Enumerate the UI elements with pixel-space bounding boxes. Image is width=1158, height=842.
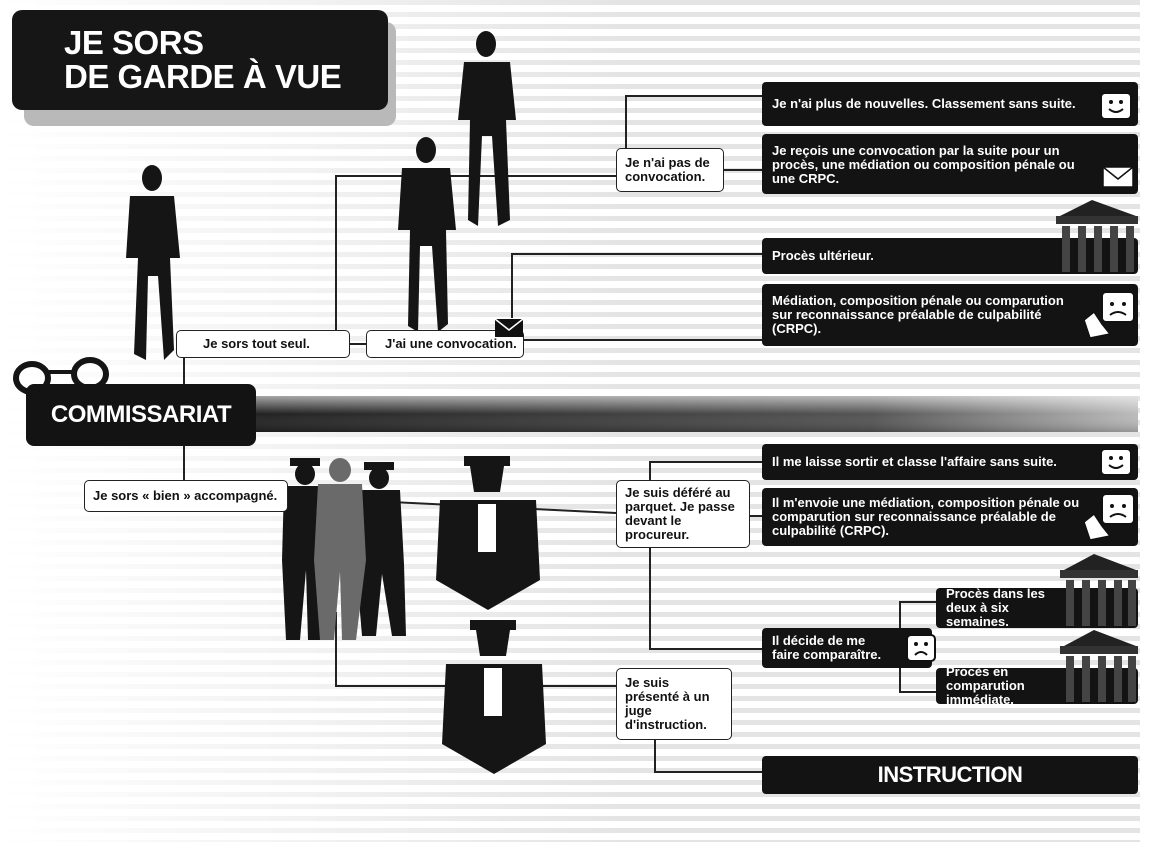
sad-face-icon [906, 634, 936, 662]
no-convocation-box: Je n'ai pas de convocation. [616, 148, 724, 192]
outcome-proces-ulterieur: Procès ultérieur. [762, 238, 1138, 274]
police-escort-silhouettes [282, 458, 406, 640]
outcome-classe-sans-suite: Il me laisse sortir et classe l'affaire … [762, 444, 1138, 480]
magistrate-silhouette [442, 620, 546, 774]
envelope-icon [1102, 166, 1134, 188]
title-block: JE SORS DE GARDE À VUE [12, 10, 388, 110]
outcome-convocation-later: Je reçois une convocation par la suite p… [762, 134, 1138, 194]
title-line-2: DE GARDE À VUE [64, 58, 342, 95]
outcome-mediation-crpc: Médiation, composition pénale ou comparu… [762, 284, 1138, 346]
smiley-happy-icon [1100, 448, 1132, 476]
sad-face-with-hand-icon [1083, 291, 1135, 339]
instruction-box: INSTRUCTION [762, 756, 1138, 794]
courthouse-icon [1060, 630, 1138, 702]
sad-face-with-hand-icon [1083, 493, 1135, 541]
parquet-box: Je suis déféré au parquet. Je passe deva… [616, 480, 750, 548]
envelope-icon [494, 318, 524, 337]
outcome-envoie-mediation: Il m'envoie une médiation, composition p… [762, 488, 1138, 546]
alone-box: Je sors tout seul. [176, 330, 350, 358]
courthouse-icon [1056, 200, 1138, 272]
accompanied-box: Je sors « bien » accompagné. [84, 480, 288, 512]
smiley-happy-icon [1100, 92, 1132, 120]
outcome-comparaitre: Il décide de me faire comparaître. [762, 628, 932, 668]
outcome-classement-sans-suite: Je n'ai plus de nouvelles. Classement sa… [762, 82, 1138, 126]
commissariat-box: COMMISSARIAT [26, 384, 256, 446]
person-silhouette [398, 137, 456, 332]
courthouse-icon [1060, 554, 1138, 626]
person-silhouette [126, 165, 180, 360]
magistrate-silhouette [436, 456, 540, 610]
juge-box: Je suis présenté à un juge d'instruction… [616, 668, 732, 740]
convocation-box: J'ai une convocation. [366, 330, 524, 358]
title-line-1: JE SORS [64, 24, 204, 61]
person-silhouette [458, 31, 516, 226]
